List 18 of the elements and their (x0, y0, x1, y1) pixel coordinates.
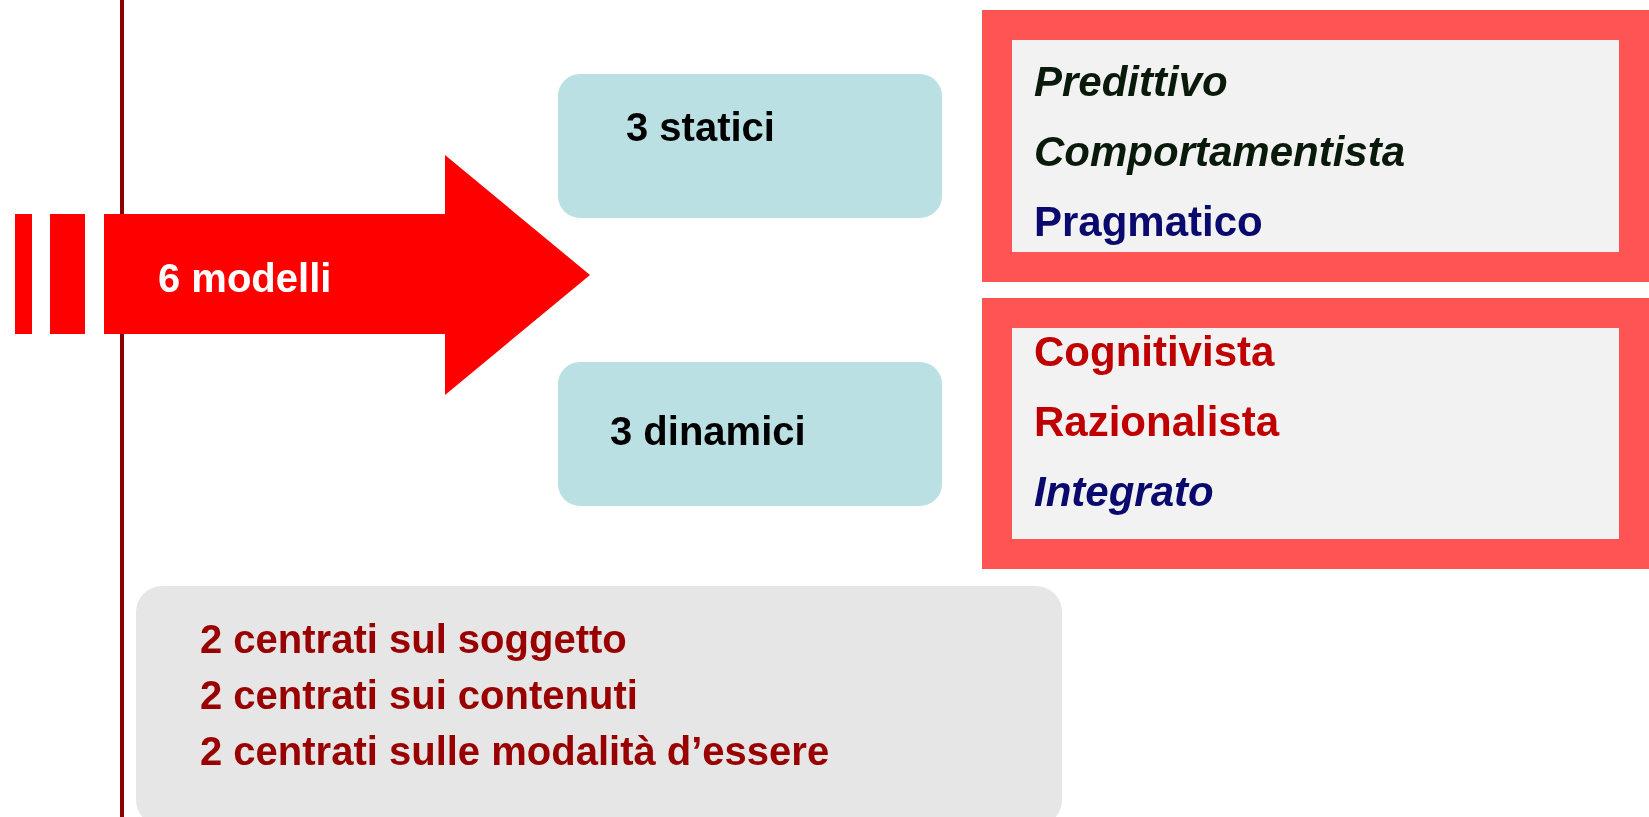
rounded-box (558, 74, 942, 218)
list-item: Pragmatico (1034, 198, 1263, 247)
list-item: Comportamentista (1034, 128, 1406, 177)
list-panel (982, 298, 1649, 569)
list-item: Integrato (1034, 468, 1214, 517)
list-item: Razionalista (1034, 398, 1280, 447)
list-item: Predittivo (1034, 58, 1228, 107)
rounded-box (136, 586, 1062, 817)
rounded-box (558, 362, 942, 506)
list-item: Cognitivista (1034, 328, 1275, 377)
list-panel (982, 10, 1649, 282)
box-label: 6 modelli (158, 255, 332, 301)
box-label: 2 centrati sul soggetto (200, 616, 627, 662)
arrow-shape (15, 155, 590, 395)
box-label: 3 statici (626, 104, 775, 150)
box-label: 2 centrati sulle modalità d’essere (200, 728, 830, 774)
box-label: 2 centrati sui contenuti (200, 672, 638, 718)
box-label: 3 dinamici (610, 408, 806, 454)
